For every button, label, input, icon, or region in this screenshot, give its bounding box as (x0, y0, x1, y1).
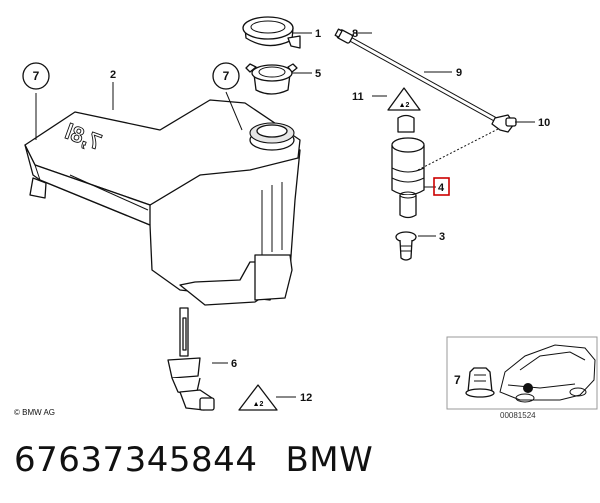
filler-neck-seal (245, 63, 298, 95)
brand-name: BMW (285, 440, 374, 480)
part-number: 67637345844 (14, 440, 258, 480)
callout-numbers: 1 2 3 4 5 6 8 9 10 11 12 (110, 28, 550, 404)
location-inset: 7 00081524 (446, 336, 598, 420)
callout-8: 8 (352, 28, 358, 40)
pump-grommet (395, 231, 417, 261)
callout-11: 11 (352, 91, 364, 103)
copyright-notice: © BMW AG (14, 408, 55, 417)
warning-triangle-11: ▲2 (387, 87, 421, 111)
inset-ref-label: 7 (454, 373, 461, 387)
parts-diagram: 7,8l (14, 16, 598, 420)
callout-1: 1 (315, 28, 321, 40)
svg-text:▲2: ▲2 (253, 401, 264, 408)
circle-ref-left: 7 (22, 62, 50, 90)
fluid-level-sensor (167, 307, 215, 411)
callout-4-highlight (433, 177, 450, 196)
washer-fluid-reservoir: 7,8l (24, 99, 301, 306)
washer-pump (391, 114, 425, 219)
image-number: 00081524 (500, 411, 536, 420)
callout-4: 4 (438, 182, 445, 194)
inset-car-outline (499, 344, 596, 403)
part-caption: 67637345844 BMW (14, 440, 401, 480)
callout-3: 3 (439, 231, 445, 243)
svg-text:7: 7 (223, 69, 230, 83)
inset-location-dot (523, 383, 533, 393)
inset-clip (465, 367, 495, 398)
svg-text:▲2: ▲2 (399, 102, 410, 109)
washer-hose (349, 37, 503, 125)
callout-12: 12 (300, 392, 312, 404)
reservoir-cap (242, 16, 301, 49)
callout-10: 10 (538, 117, 550, 129)
warning-triangle-12: ▲2 (238, 384, 278, 411)
circle-ref-middle: 7 (212, 62, 240, 90)
hose-connector-8 (334, 28, 354, 44)
callout-2: 2 (110, 69, 116, 81)
callout-6: 6 (231, 358, 237, 370)
svg-text:7: 7 (33, 69, 40, 83)
callout-9: 9 (456, 67, 462, 79)
hose-elbow-10 (491, 114, 517, 133)
leader-lines (35, 32, 535, 398)
callout-5: 5 (315, 68, 321, 80)
